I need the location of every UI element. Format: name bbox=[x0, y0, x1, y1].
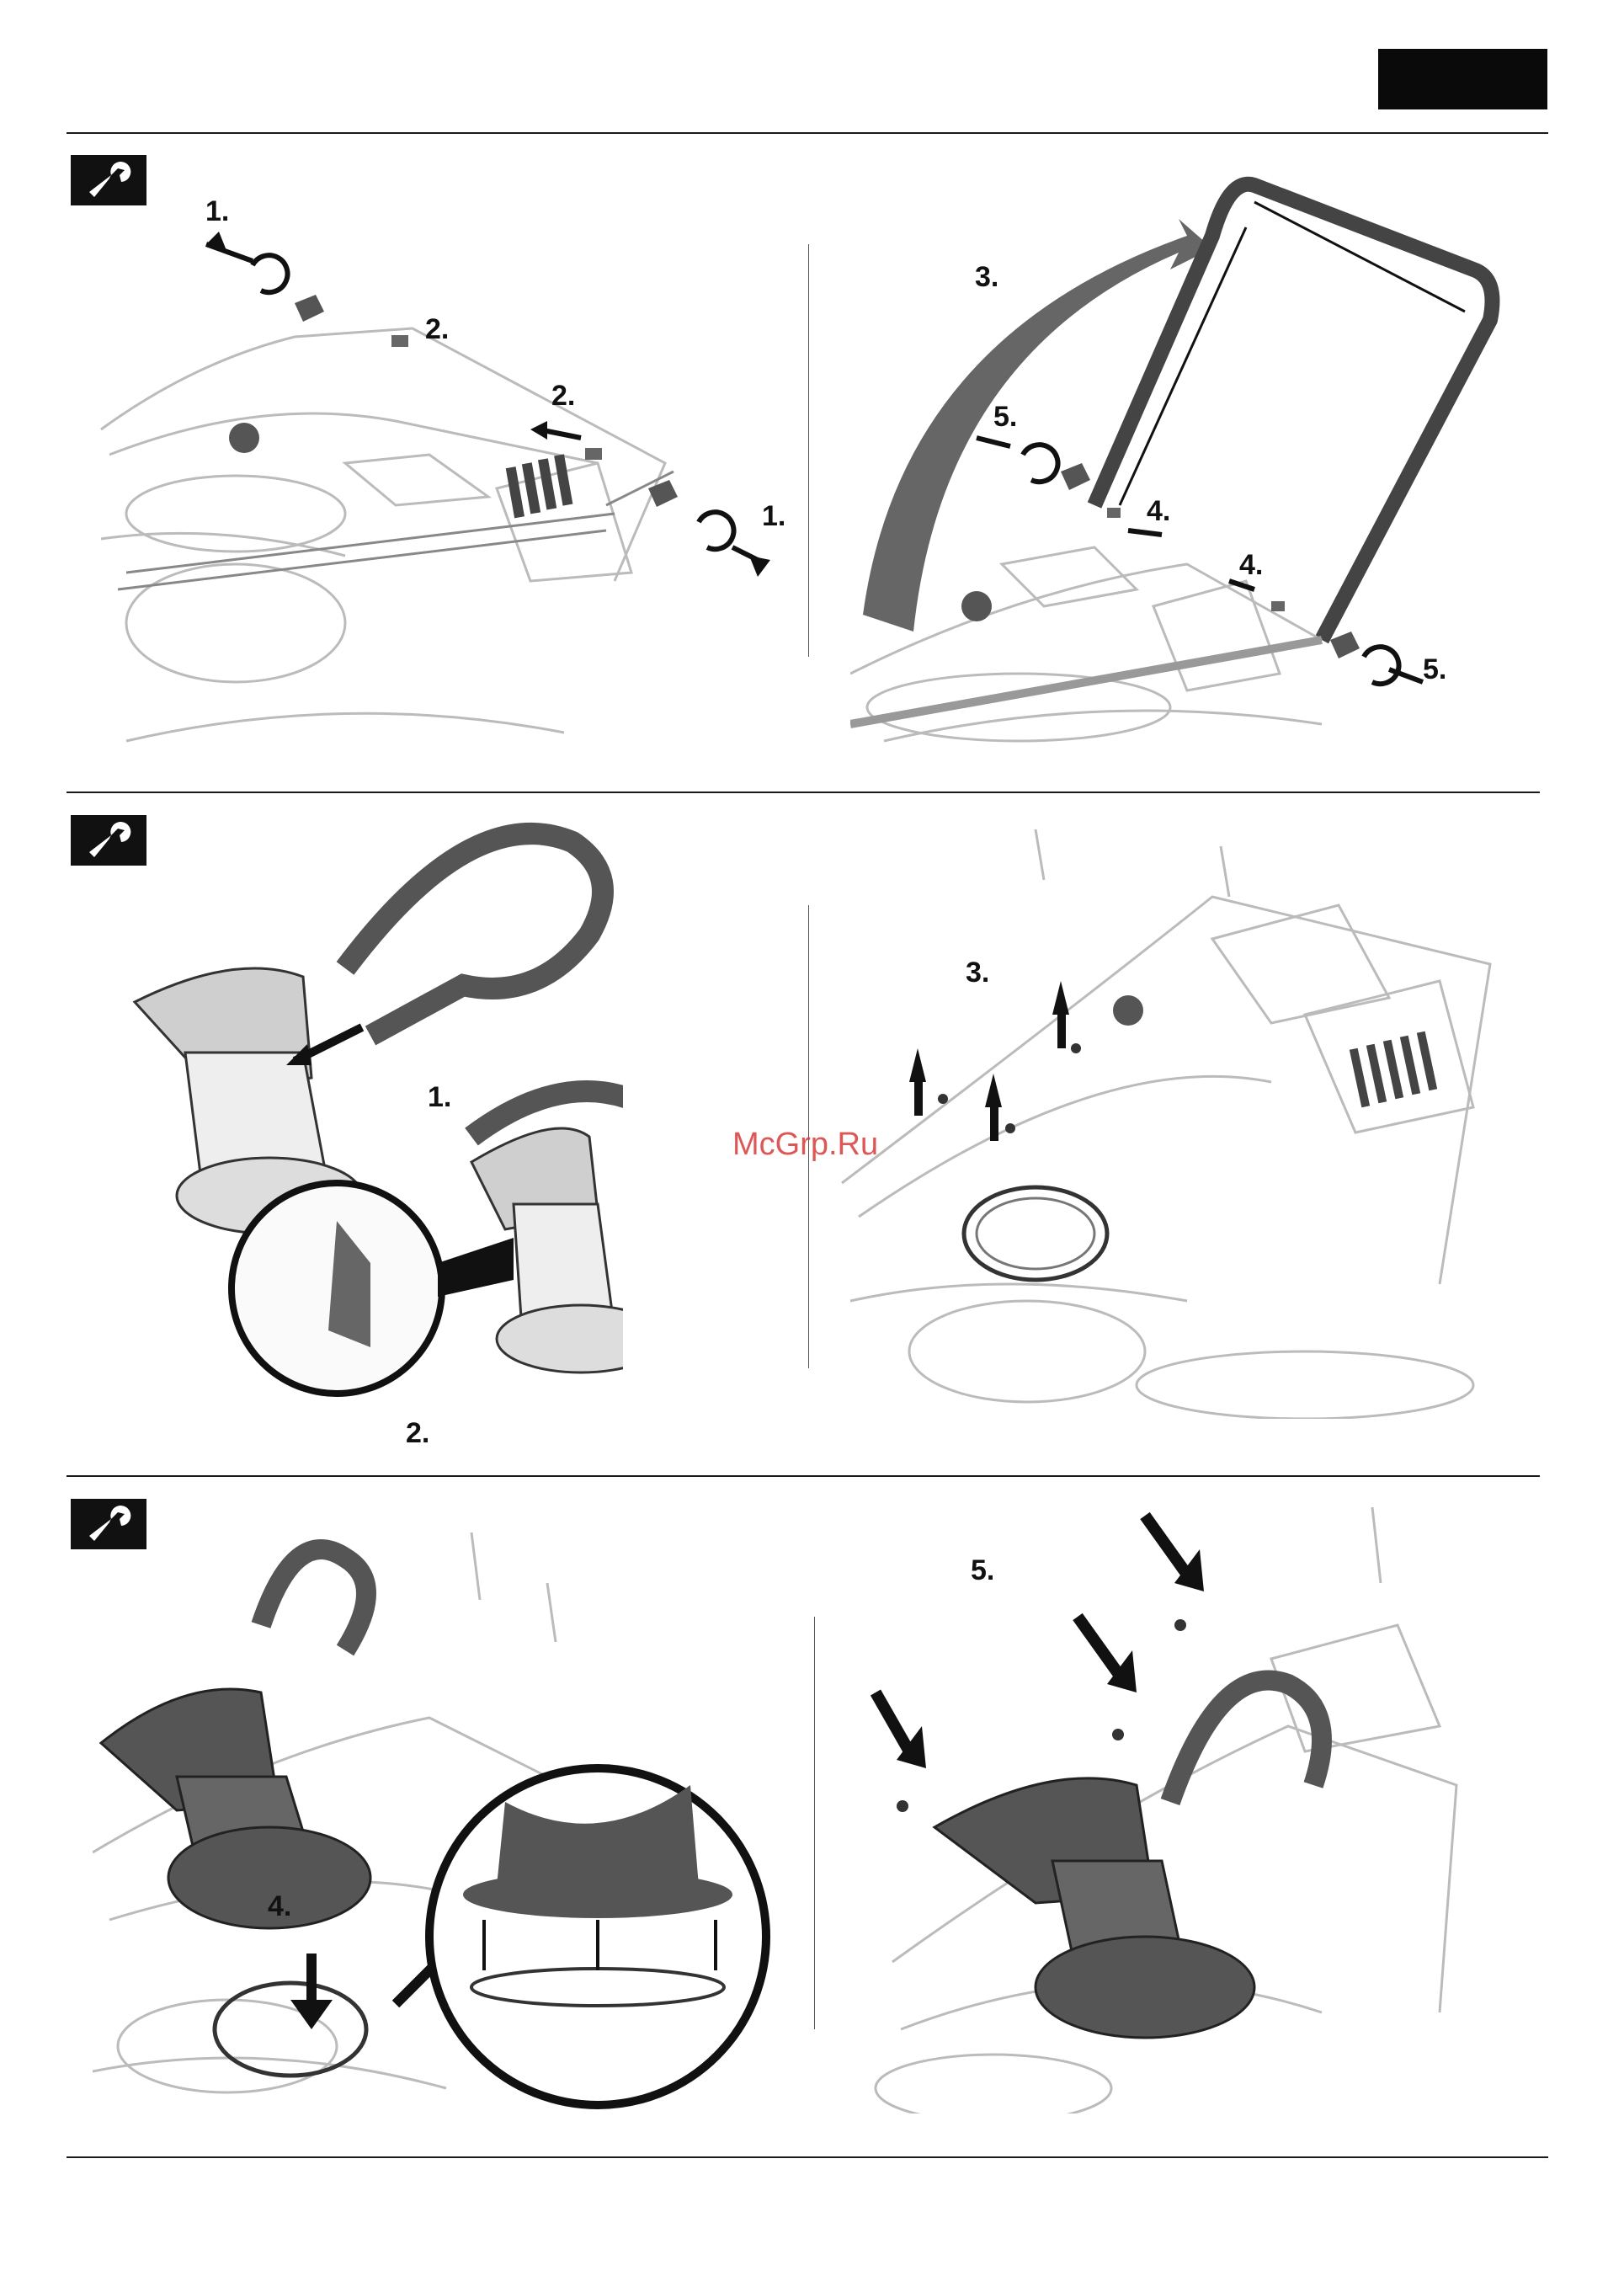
step-label: 2. bbox=[406, 1419, 429, 1447]
chute-ring-illustration bbox=[833, 829, 1507, 1419]
step-label: 2. bbox=[425, 315, 449, 344]
section-tab bbox=[1378, 49, 1547, 109]
chute-bolt-illustration bbox=[850, 1507, 1524, 2113]
footer-rule bbox=[67, 2156, 1548, 2158]
step-label: 1. bbox=[428, 1083, 451, 1111]
section-rule bbox=[67, 1475, 1540, 1477]
step-label: 5. bbox=[993, 402, 1017, 431]
step-label: 5. bbox=[971, 1556, 994, 1585]
step-label: 5. bbox=[1423, 655, 1446, 684]
step-label: 4. bbox=[268, 1892, 291, 1921]
handle-fold-illustration bbox=[850, 168, 1507, 758]
handle-removal-illustration bbox=[93, 185, 808, 758]
chute-handle-illustration bbox=[118, 808, 623, 1398]
chute-install-illustration bbox=[93, 1532, 791, 2122]
step-label: 3. bbox=[966, 958, 989, 987]
step-label: 4. bbox=[1147, 497, 1170, 525]
header-rule bbox=[67, 132, 1548, 134]
step-label: 1. bbox=[762, 502, 785, 530]
watermark: McGrp.Ru bbox=[732, 1127, 878, 1163]
step-label: 3. bbox=[975, 263, 998, 291]
section-rule bbox=[67, 792, 1540, 793]
step-label: 1. bbox=[205, 197, 229, 226]
panel-divider bbox=[814, 1617, 815, 2029]
step-label: 2. bbox=[551, 381, 575, 410]
step-label: 4. bbox=[1239, 551, 1263, 579]
panel-divider bbox=[808, 244, 809, 657]
